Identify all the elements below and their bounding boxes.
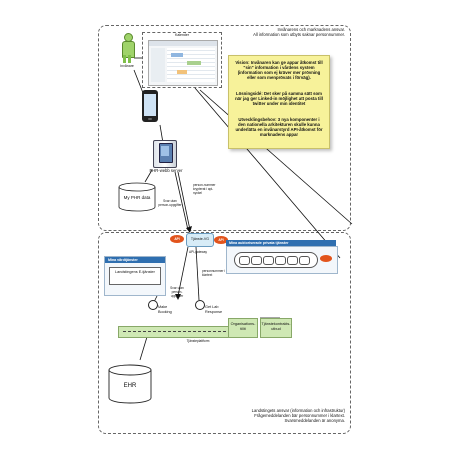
my-services-title: Mina vårdtjänster — [108, 257, 138, 262]
service-platform-bar[interactable] — [118, 326, 236, 338]
phr-server-label: PHR-webb server — [149, 168, 183, 173]
api-badge-left-label: API — [174, 236, 180, 241]
make-booking-label: Make Booking — [158, 305, 172, 314]
contract-directory-box[interactable]: Tjänstekontrakts-utbud — [260, 318, 292, 338]
person-label: Invånare — [120, 64, 134, 68]
county-zone — [98, 232, 351, 434]
phr-data-label: My PHR data — [123, 195, 151, 200]
ehr-store: EHR — [108, 364, 152, 404]
smartphone-icon — [142, 90, 158, 122]
person-icon — [121, 33, 135, 63]
development-needs-text: Utvecklingsbehov: 3 nya komponenter i de… — [235, 117, 323, 138]
api-gateway-label: API-gateway — [188, 250, 208, 254]
vision-text: Vision: Invånaren kan ge appar åtkomst t… — [235, 60, 323, 81]
eservices-item[interactable]: Landstingens E-tjänster — [109, 267, 161, 285]
get-lab-label: Get Lab Response — [205, 305, 223, 314]
answer-flow-label: Svar utan person-uppgifter — [170, 286, 184, 298]
market-zone — [98, 25, 351, 231]
phr-flow-left-label: Svar utan person-uppgifter — [158, 199, 182, 207]
private-api-badge — [320, 255, 332, 262]
contract-directory-label: Tjänstekontrakts-utbud — [261, 322, 291, 331]
calendar-app-window[interactable]: Kalender — [142, 32, 222, 88]
server-icon — [151, 140, 177, 168]
private-service-chain — [234, 252, 318, 268]
api-badge-right[interactable]: API — [214, 236, 228, 244]
calendar-screenshot — [148, 40, 218, 86]
market-zone-caption: Invånarens och marknadens ansvar. All in… — [253, 27, 345, 37]
service-gateway[interactable]: Tjänste-VG — [186, 233, 214, 247]
service-platform-label: Tjänsteplattform — [186, 339, 210, 343]
org-directory-label: Organisations-tillit — [230, 322, 256, 331]
my-services-panel[interactable]: Mina vårdtjänster Landstingens E-tjänste… — [104, 256, 166, 296]
calendar-app-title: Kalender — [174, 33, 189, 37]
phr-flow-right-label: person-nummer krypterat i api-nyckel — [193, 183, 216, 195]
pn-flow-label: personnummer i klartext — [202, 269, 226, 277]
solution-text: Lösningsidé: Det sker på samma sätt som … — [235, 91, 323, 107]
ehr-label: EHR — [123, 383, 137, 389]
make-booking-endpoint[interactable] — [148, 300, 158, 310]
get-lab-endpoint[interactable] — [195, 300, 205, 310]
service-gateway-label: Tjänste-VG — [190, 237, 210, 241]
phr-data-store: My PHR data — [118, 182, 156, 212]
api-badge-left[interactable]: API — [170, 235, 184, 243]
vision-sticky-note: Vision: Invånaren kan ge appar åtkomst t… — [228, 55, 330, 149]
county-zone-caption: Landstingets ansvar (information och inf… — [251, 408, 345, 423]
eservices-item-label: Landstingens E-tjänster — [115, 270, 155, 274]
private-services-title: Mina auktoriserade privata tjänster — [229, 240, 289, 245]
api-badge-right-label: API — [218, 237, 224, 242]
org-directory-box[interactable]: Organisations-tillit — [228, 318, 258, 338]
private-services-panel[interactable]: Mina auktoriserade privata tjänster — [226, 240, 338, 274]
